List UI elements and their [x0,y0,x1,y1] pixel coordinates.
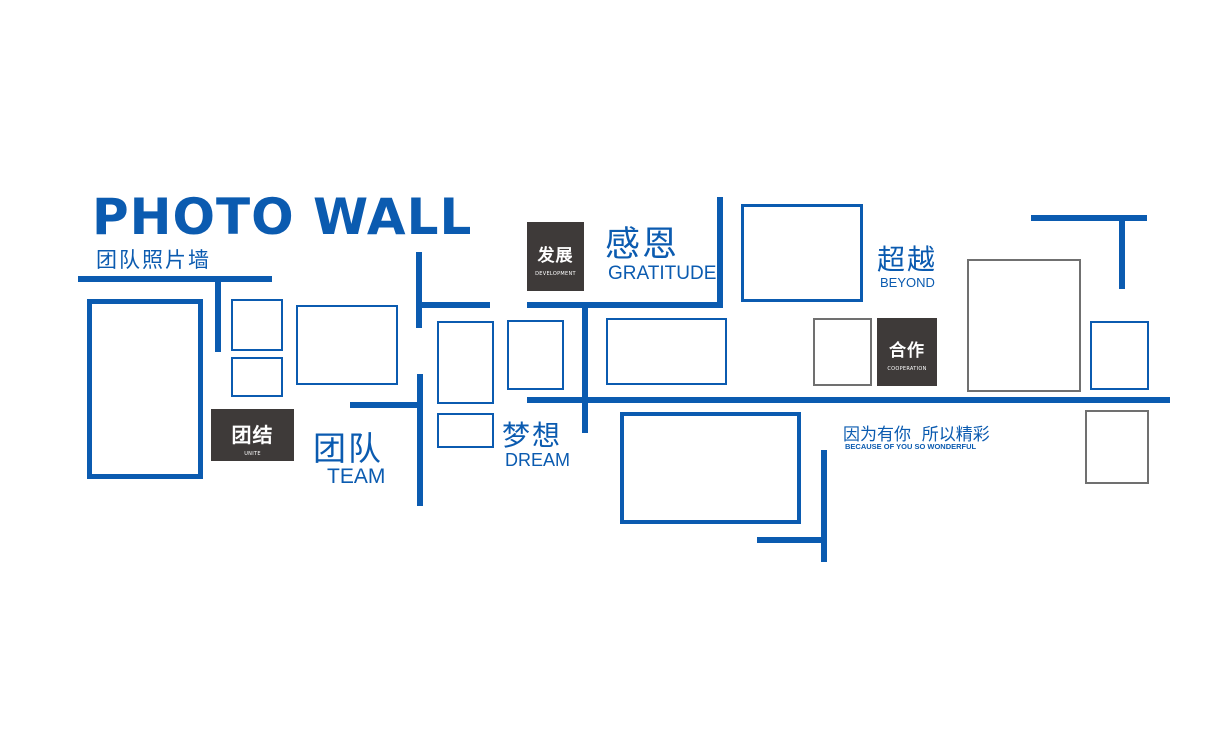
page-title: PHOTO WALL [92,188,473,246]
divider-bar [416,252,422,328]
label-gratitude-en: GRATITUDE [608,263,717,284]
divider-bar [1031,215,1147,221]
label-team-cn: 团队 [313,429,383,468]
label-slogan-cn: 因为有你 所以精彩 [843,425,990,445]
photo-frame [813,318,872,386]
tag-development-cn: 发展 [537,246,574,266]
photo-frame [1085,410,1149,484]
photo-frame [437,413,494,448]
photo-frame [231,299,283,351]
photo-frame [1090,321,1149,390]
label-dream-en: DREAM [505,450,571,470]
label-dream-cn: 梦想 [502,419,563,452]
photo-frame [437,321,494,404]
divider-bar [420,302,490,308]
tag-unite: 团结 UNITE [211,409,294,461]
tag-cooperation: 合作 COOPERATION [877,318,937,386]
tag-unite-cn: 团结 [231,423,274,447]
tag-unite-en: UNITE [244,451,261,457]
divider-bar [215,280,221,352]
divider-bar [527,302,721,308]
photo-frame [620,412,801,524]
divider-bar [821,450,827,562]
divider-bar [1119,218,1125,289]
label-beyond-cn: 超越 [877,243,938,276]
divider-bar [527,397,1170,403]
divider-bar [757,537,823,543]
photo-frame [606,318,727,385]
photo-frame [231,357,283,397]
divider-bar [717,197,723,308]
photo-frame [507,320,564,390]
photo-frame [967,259,1081,392]
photo-frame [87,299,203,479]
label-slogan-en: BECAUSE OF YOU SO WONDERFUL [845,442,977,451]
photo-frame [296,305,398,385]
label-beyond-en: BEYOND [880,275,935,290]
tag-cooperation-en: COOPERATION [887,366,927,372]
label-gratitude-cn: 感恩 [605,225,680,265]
page-subtitle: 团队照片墙 [96,248,211,272]
tag-development-en: DEVELOPMENT [535,271,576,277]
divider-bar [350,402,420,408]
divider-bar [582,305,588,433]
divider-bar [417,374,423,506]
label-team-en: TEAM [327,465,386,488]
divider-bar [78,276,272,282]
photo-frame [741,204,863,302]
tag-development: 发展 DEVELOPMENT [527,222,584,291]
tag-cooperation-cn: 合作 [889,341,925,361]
